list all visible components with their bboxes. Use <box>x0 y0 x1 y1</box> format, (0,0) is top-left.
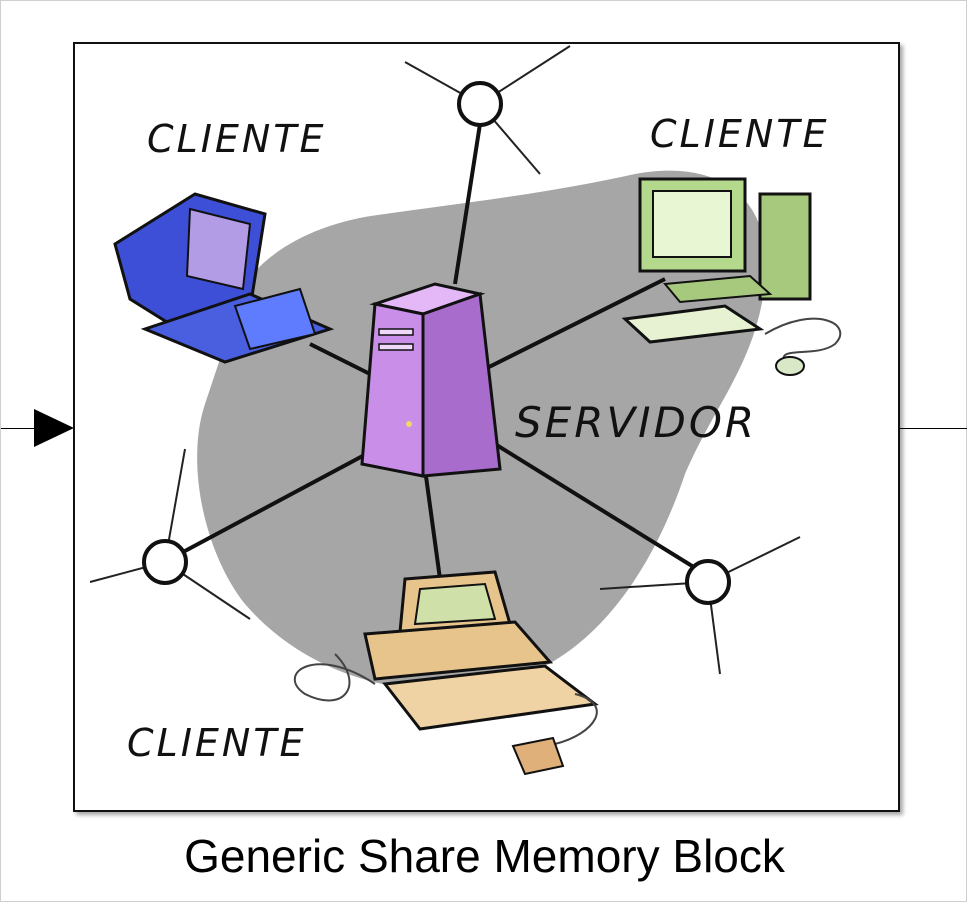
network-diagram-icon: CLIENTE CLIENTE SERVIDOR CLIENTE <box>89 45 842 776</box>
client-label-bottom: CLIENTE <box>127 721 307 765</box>
input-signal-line <box>1 428 37 429</box>
client-label-top-right: CLIENTE <box>650 112 830 156</box>
node-left <box>89 448 251 620</box>
client-computer-bottom-icon <box>293 570 599 776</box>
server-label: SERVIDOR <box>515 398 757 447</box>
shared-memory-block[interactable]: CLIENTE CLIENTE SERVIDOR CLIENTE <box>73 42 900 812</box>
block-name-label[interactable]: Generic Share Memory Block <box>184 830 785 882</box>
network-links <box>169 123 707 580</box>
node-right <box>599 536 801 675</box>
client-label-top-left: CLIENTE <box>147 117 327 161</box>
node-top <box>404 45 571 175</box>
client-computer-top-right-icon <box>621 177 842 376</box>
client-computer-top-left-icon <box>113 192 335 364</box>
output-port-line[interactable] <box>899 428 967 429</box>
input-port-arrow[interactable] <box>34 409 74 447</box>
server-icon <box>360 282 502 478</box>
